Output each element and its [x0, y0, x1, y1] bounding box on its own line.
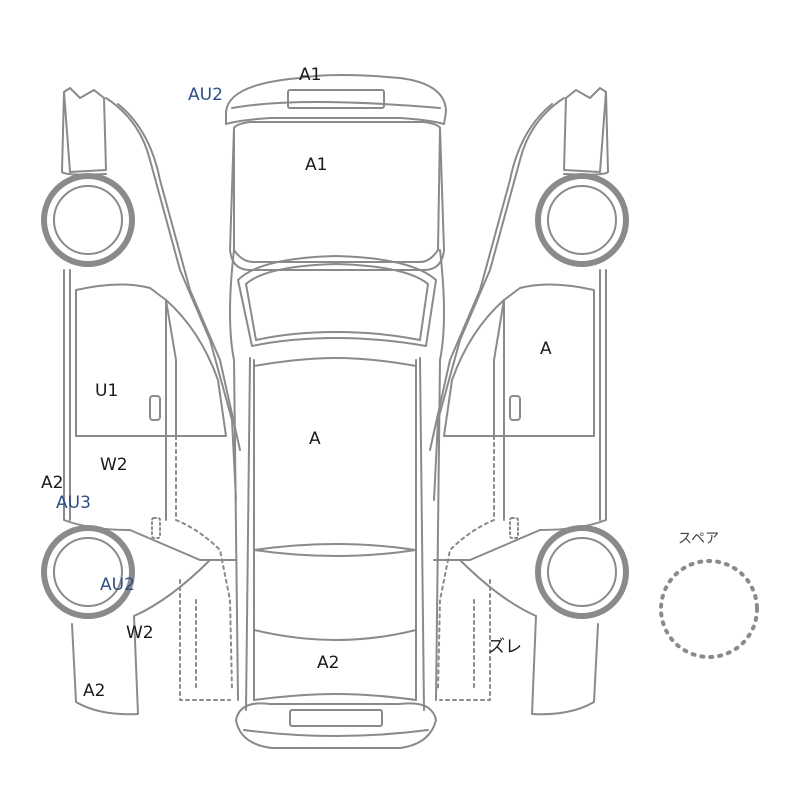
label-right-front-door: A: [540, 339, 552, 359]
label-front-bumper: A1: [299, 65, 322, 85]
label-left-rear-corner: A2: [83, 681, 106, 701]
windshield-shape: [237, 255, 437, 347]
spare-tire-label: スペア: [678, 531, 720, 547]
label-right-rear-misalign: ズレ: [488, 637, 522, 657]
label-left-side-panel-a: A2: [41, 473, 64, 493]
label-left-rear-fender-au: AU2: [100, 575, 135, 595]
hood-shape: [233, 121, 441, 263]
label-left-front-door: U1: [95, 381, 119, 401]
left-side-car: [41, 87, 241, 716]
label-rear-hatch: A2: [317, 653, 340, 673]
label-front-bumper-edge: AU2: [188, 85, 223, 105]
label-left-side-panel-au: AU3: [56, 493, 91, 513]
front-bumper-shape: [225, 74, 447, 125]
right-side-car: [429, 87, 629, 716]
rear-bumper-shape: [235, 702, 437, 749]
label-left-rear-door: W2: [100, 455, 128, 475]
label-hood: A1: [305, 155, 328, 175]
spare-tire-icon: [659, 559, 759, 659]
top-view-car: [225, 74, 447, 749]
roof-shape: [253, 357, 417, 551]
label-left-rear-fender-w: W2: [126, 623, 154, 643]
label-roof: A: [309, 429, 321, 449]
